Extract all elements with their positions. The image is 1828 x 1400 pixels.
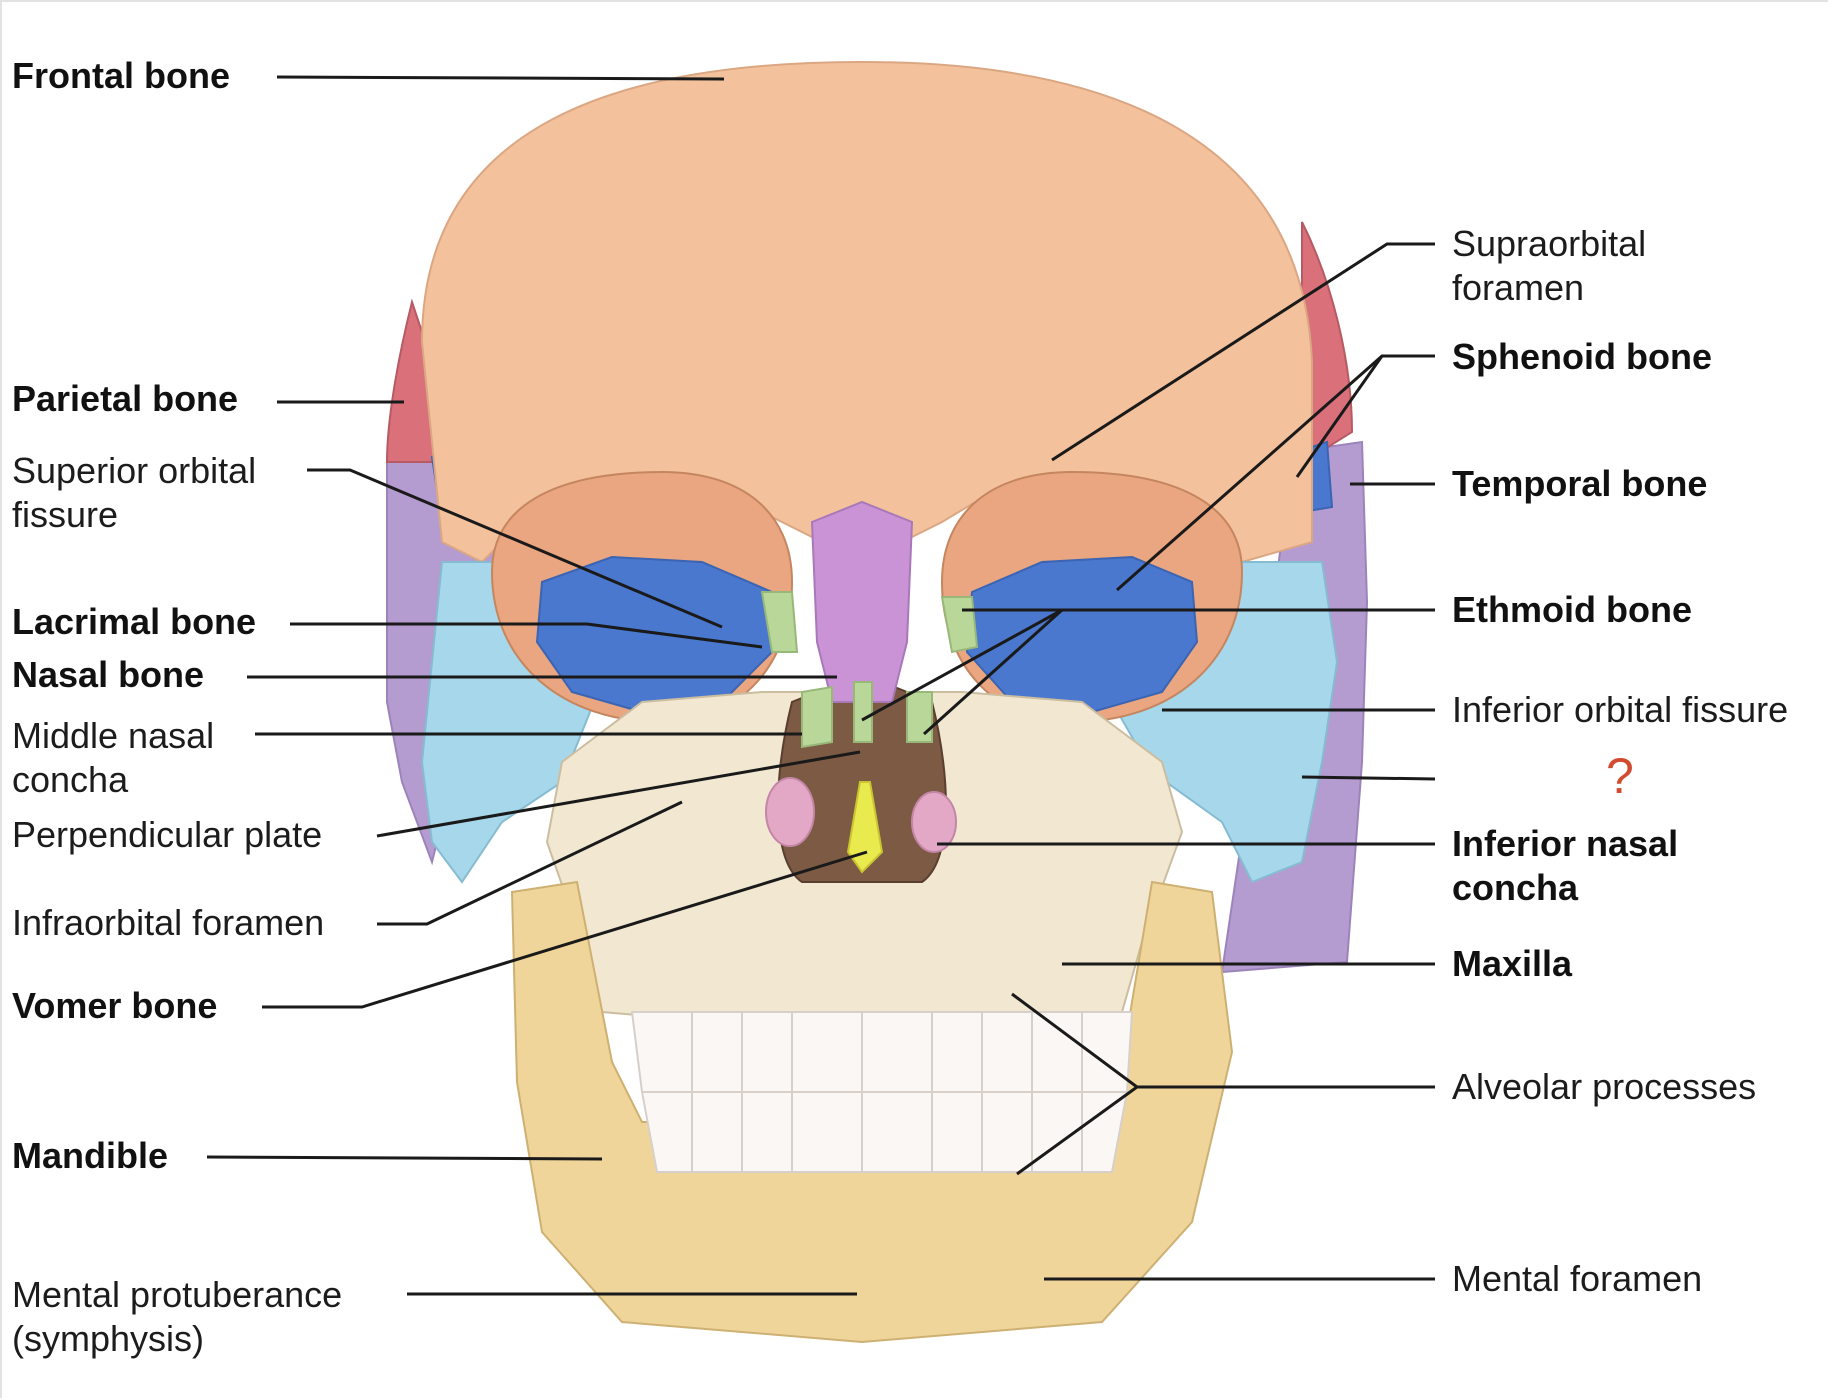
label-mental-protuberance-line-1: Mental protuberance [12, 1274, 343, 1315]
label-superior-orbital-fissure-line-2: fissure [12, 494, 119, 535]
label-infraorbital-foramen: Infraorbital foramen [12, 902, 325, 943]
perpendicular-plate-shape [853, 681, 873, 743]
label-perpendicular-plate: Perpendicular plate [12, 814, 323, 855]
middle-concha-left [801, 685, 833, 749]
label-vomer-bone: Vomer bone [12, 985, 218, 1026]
lower-teeth [640, 1091, 1129, 1173]
label-middle-nasal-concha: Middle nasal concha [12, 714, 214, 802]
label-temporal-bone: Temporal bone [1452, 463, 1708, 504]
label-mental-protuberance: Mental protuberance (symphysis) [12, 1273, 342, 1361]
label-mental-foramen: Mental foramen [1452, 1258, 1703, 1299]
ethmoid-right-shape [940, 596, 979, 654]
label-maxilla: Maxilla [1452, 943, 1573, 984]
leader-unknown-marker [1301, 775, 1436, 781]
upper-teeth [630, 1011, 1134, 1093]
leader-sphenoid-bone-2 [1295, 355, 1384, 478]
inferior-concha-right [911, 791, 957, 853]
label-sphenoid-bone: Sphenoid bone [1452, 336, 1712, 377]
frontal-bone-shape [420, 60, 1313, 564]
leader-supraorbital-foramen [1051, 242, 1435, 462]
leader-infraorbital-foramen [377, 800, 683, 926]
label-inferior-orbital-fissure: Inferior orbital fissure [1452, 689, 1789, 730]
label-ethmoid-bone: Ethmoid bone [1452, 589, 1692, 630]
label-inferior-nasal-concha-line-1: Inferior nasal [1452, 823, 1679, 864]
leader-alveolar-processes-2 [1016, 1085, 1138, 1176]
label-supraorbital-foramen-line-2: foramen [1452, 267, 1585, 308]
leader-perpendicular-plate [376, 750, 861, 838]
label-inferior-nasal-concha: Inferior nasal concha [1452, 822, 1678, 910]
ethmoid-left-shape [760, 591, 799, 653]
label-lacrimal-bone: Lacrimal bone [12, 601, 257, 642]
leader-superior-orbital-fissure [307, 468, 723, 629]
label-supraorbital-foramen: Supraorbital foramen [1452, 222, 1646, 310]
label-mental-protuberance-line-2: (symphysis) [12, 1318, 205, 1359]
leader-vomer-bone [262, 850, 868, 1009]
unknown-marker: ? [1606, 748, 1634, 804]
leader-lines [206, 75, 1436, 1296]
leader-ethmoid-bone-2 [861, 608, 1063, 722]
label-mandible: Mandible [12, 1135, 169, 1176]
label-superior-orbital-fissure-line-1: Superior orbital [12, 450, 257, 491]
leader-ethmoid-bone-3 [922, 608, 1064, 736]
leader-frontal-bone [276, 75, 725, 81]
vomer-shape [846, 781, 884, 874]
leader-lacrimal-bone [290, 622, 763, 649]
label-middle-nasal-concha-line-2: concha [12, 759, 129, 800]
inferior-concha-left [765, 777, 815, 847]
label-supraorbital-foramen-line-1: Supraorbital [1452, 223, 1647, 264]
parietal-bone-left-shape [385, 298, 444, 463]
label-nasal-bone: Nasal bone [12, 654, 205, 695]
orbit-floor-right [965, 555, 1199, 714]
leader-mandible [206, 1155, 603, 1161]
tooth-divisions [691, 1012, 1083, 1172]
label-frontal-bone: Frontal bone [12, 55, 230, 96]
label-inferior-nasal-concha-line-2: concha [1452, 867, 1579, 908]
label-superior-orbital-fissure: Superior orbital fissure [12, 449, 256, 537]
label-middle-nasal-concha-line-1: Middle nasal [12, 715, 215, 756]
nasal-bone-shape [810, 500, 914, 703]
label-alveolar-processes: Alveolar processes [1452, 1066, 1757, 1107]
middle-concha-right [906, 691, 933, 743]
mandible-shape [510, 880, 1234, 1344]
label-parietal-bone: Parietal bone [12, 378, 239, 419]
